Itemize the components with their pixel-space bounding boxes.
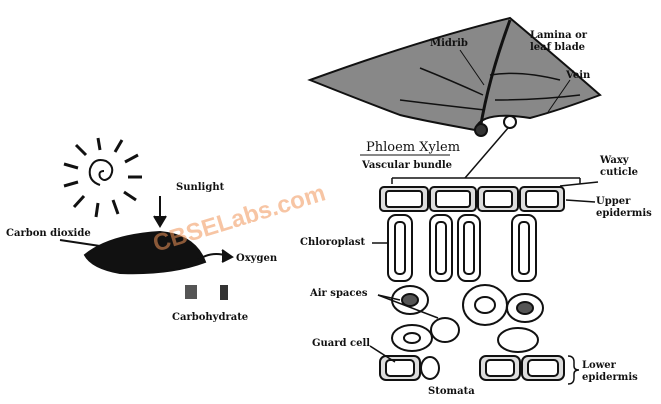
leaf-icon [83, 230, 207, 275]
label-oxygen: Oxygen [236, 253, 278, 264]
label-midrib: Midrib [430, 38, 468, 49]
label-sunlight: Sunlight [176, 182, 225, 193]
label-pointers [369, 181, 599, 385]
carbohydrate-icon [185, 285, 197, 299]
label-guard-cell: Guard cell [312, 338, 371, 349]
palisade-cells [387, 214, 537, 282]
midrib-line [478, 19, 512, 131]
lower-epidermis-cells [379, 355, 565, 381]
spongy-cells [391, 284, 544, 353]
upper-epidermis-cells [379, 186, 565, 212]
label-phloem-xylem: Phloem Xylem [366, 140, 461, 155]
co2-pointer [59, 239, 101, 247]
leaf-blade-icon [307, 16, 602, 132]
label-vascular-bundle: Vascular bundle [362, 160, 453, 171]
label-air-spaces: Air spaces [310, 288, 368, 299]
label-chloroplast: Chloroplast [300, 237, 366, 248]
label-lower-epidermis: Lower epidermis [582, 360, 638, 383]
label-lamina: Lamina or leaf blade [530, 30, 588, 53]
sun-icon [63, 137, 142, 218]
arrow-head [153, 215, 167, 228]
label-waxy-cuticle: Waxy cuticle [600, 155, 639, 178]
label-upper-epidermis: Upper epidermis [596, 196, 652, 219]
label-carbohydrate: Carbohydrate [172, 312, 249, 323]
label-carbon-dioxide: Carbon dioxide [6, 228, 91, 239]
label-stomata: Stomata [428, 386, 475, 397]
label-vein: Vein [566, 70, 591, 81]
